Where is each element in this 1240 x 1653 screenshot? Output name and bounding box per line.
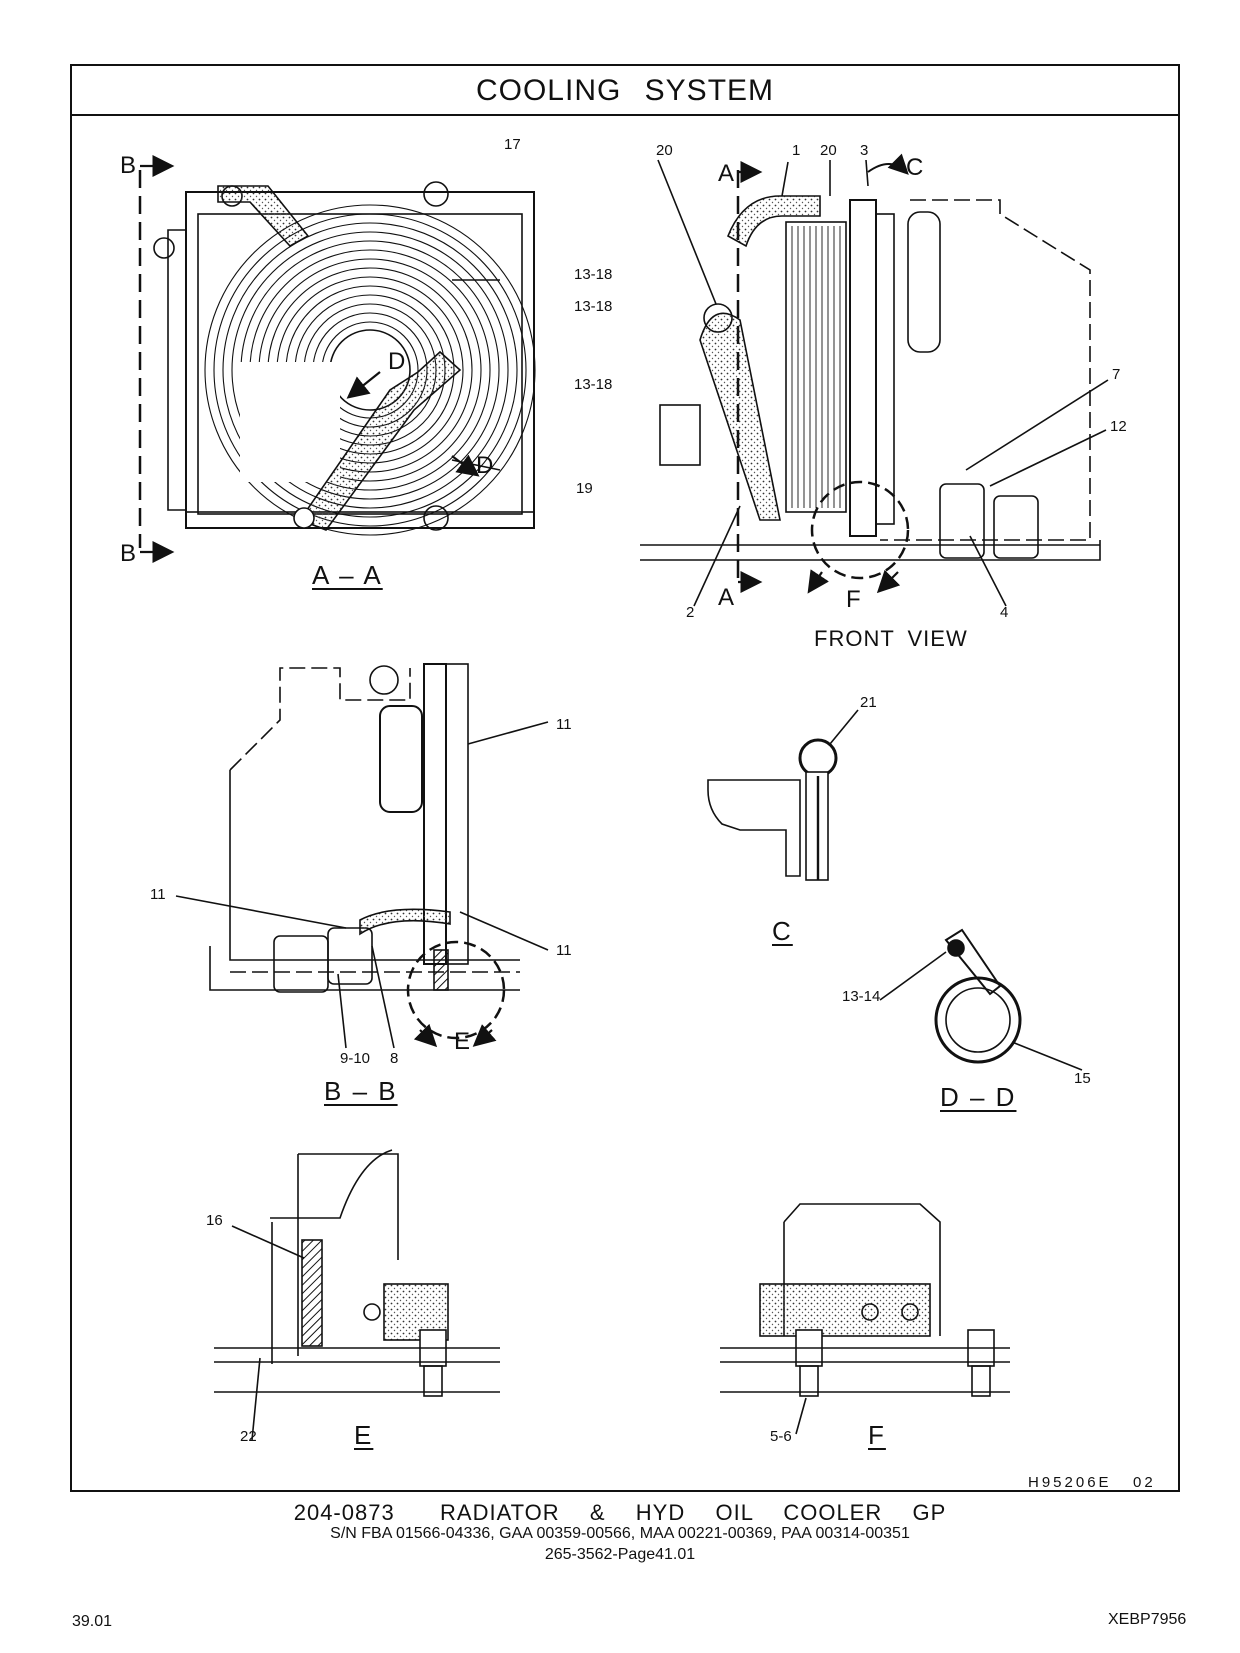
- page-title: COOLING SYSTEM: [72, 66, 1178, 116]
- callout-22: 22: [240, 1428, 257, 1445]
- callout-13-18-c: 13-18: [574, 376, 613, 393]
- callout-13-18-a: 13-18: [574, 266, 613, 283]
- callout-11-a: 11: [556, 716, 572, 733]
- callout-16: 16: [206, 1212, 223, 1229]
- callout-3: 3: [860, 142, 869, 159]
- callout-12: 12: [1110, 418, 1127, 435]
- section-mark-f: F: [846, 586, 861, 613]
- section-mark-a-top: A: [718, 160, 735, 187]
- section-mark-b-bottom: B: [120, 540, 137, 567]
- drawing-frame: COOLING SYSTEM: [70, 64, 1180, 1492]
- page-number: 39.01: [72, 1613, 113, 1630]
- view-caption-dd: D – D: [940, 1082, 1017, 1112]
- callout-20-a: 20: [656, 142, 673, 159]
- callout-11-b: 11: [150, 886, 166, 903]
- view-caption-aa: A – A: [312, 560, 383, 590]
- section-mark-a-bottom: A: [718, 584, 735, 611]
- callout-17: 17: [504, 136, 521, 153]
- view-e-drawing: [214, 1149, 500, 1441]
- view-caption-bb: B – B: [324, 1076, 398, 1106]
- callout-7: 7: [1112, 366, 1121, 383]
- section-mark-b-top: B: [120, 152, 137, 179]
- view-aa-drawing: [138, 155, 536, 563]
- view-bb-drawing: [175, 663, 549, 1049]
- callout-11-c: 11: [556, 942, 572, 959]
- page-reference: 265-3562-Page41.01: [544, 1546, 696, 1563]
- view-caption-f: F: [868, 1420, 886, 1450]
- view-dd-drawing: [879, 928, 1083, 1071]
- callout-13-14: 13-14: [842, 988, 881, 1005]
- view-caption-c: C: [772, 916, 793, 946]
- callout-9-10: 9-10: [340, 1050, 371, 1067]
- section-mark-d-top: D: [388, 348, 406, 375]
- callout-5-6: 5-6: [770, 1428, 792, 1445]
- document-number: XEBP7956: [1108, 1611, 1187, 1628]
- view-caption-front: FRONT VIEW: [814, 626, 968, 651]
- callout-13-18-b: 13-18: [574, 298, 613, 315]
- drawing-code: H95206E 02: [1028, 1474, 1156, 1491]
- section-mark-c: C: [906, 154, 924, 181]
- callout-8: 8: [390, 1050, 399, 1067]
- group-title: 204-0873 RADIATOR & HYD OIL COOLER GP: [293, 1500, 947, 1525]
- serial-numbers: S/N FBA 01566-04336, GAA 00359-00566, MA…: [330, 1525, 910, 1542]
- callout-1: 1: [792, 142, 801, 159]
- section-mark-d-bottom: D: [476, 452, 494, 479]
- view-c-drawing: [707, 709, 859, 881]
- view-f-drawing: [720, 1203, 1010, 1435]
- section-mark-e: E: [454, 1028, 471, 1055]
- view-caption-e: E: [354, 1420, 374, 1450]
- callout-19: 19: [576, 480, 593, 497]
- callout-21: 21: [860, 694, 877, 711]
- callout-20-b: 20: [820, 142, 837, 159]
- front-view-drawing: [640, 153, 1109, 607]
- callout-4: 4: [1000, 604, 1009, 621]
- callout-2: 2: [686, 604, 695, 621]
- callout-15: 15: [1074, 1070, 1091, 1087]
